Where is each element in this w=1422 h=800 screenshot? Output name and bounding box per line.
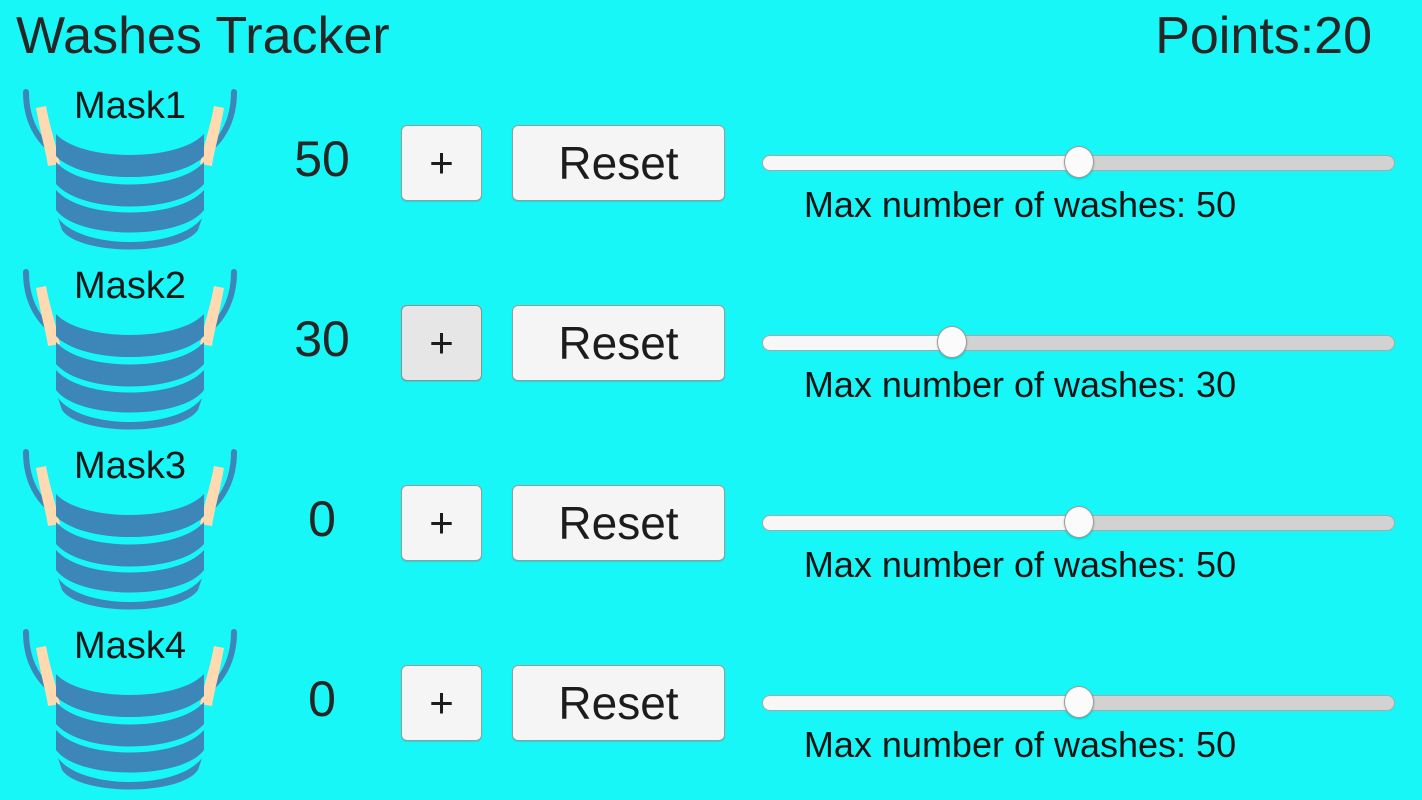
slider-thumb[interactable] — [1063, 146, 1094, 178]
slider-fill — [763, 336, 953, 350]
face-mask-icon — [12, 78, 248, 256]
max-washes-caption: Max number of washes: 50 — [803, 184, 1237, 225]
face-mask-icon — [12, 618, 248, 796]
wash-count-value: 0 — [308, 491, 336, 547]
slider-fill — [763, 156, 1079, 170]
increment-button[interactable]: + — [401, 125, 482, 201]
max-washes-caption: Max number of washes: 50 — [803, 544, 1237, 585]
points-display: Points:20 — [1155, 7, 1372, 65]
reset-button[interactable]: Reset — [512, 305, 725, 381]
wash-count-value: 50 — [294, 131, 350, 187]
slider-thumb[interactable] — [1063, 686, 1094, 718]
max-washes-slider[interactable] — [762, 686, 1395, 720]
slider-thumb[interactable] — [1063, 506, 1094, 538]
slider-fill — [763, 516, 1079, 530]
app-header: Washes Tracker Points:20 — [0, 0, 1422, 74]
page-title: Washes Tracker — [16, 7, 390, 65]
mask-row: Mask3 0 + Reset Max number of washes: 50 — [0, 432, 1422, 612]
max-washes-slider[interactable] — [762, 326, 1395, 360]
slider-track[interactable] — [762, 335, 1395, 351]
max-washes-caption: Max number of washes: 50 — [803, 724, 1237, 765]
increment-button[interactable]: + — [401, 305, 482, 381]
wash-count-value: 0 — [308, 671, 336, 727]
reset-button[interactable]: Reset — [512, 485, 725, 561]
mask-row: Mask2 30 + Reset Max number of washes: 3… — [0, 252, 1422, 432]
max-washes-slider[interactable] — [762, 146, 1395, 180]
mask-row: Mask4 0 + Reset Max number of washes: 50 — [0, 612, 1422, 792]
slider-thumb[interactable] — [936, 326, 967, 358]
max-washes-caption: Max number of washes: 30 — [803, 364, 1237, 405]
increment-button[interactable]: + — [401, 665, 482, 741]
mask-row: Mask1 50 + Reset Max number of washes: 5… — [0, 72, 1422, 252]
face-mask-icon — [12, 438, 248, 616]
wash-count-value: 30 — [294, 311, 350, 367]
slider-fill — [763, 696, 1079, 710]
reset-button[interactable]: Reset — [512, 665, 725, 741]
face-mask-icon — [12, 258, 248, 436]
increment-button[interactable]: + — [401, 485, 482, 561]
reset-button[interactable]: Reset — [512, 125, 725, 201]
max-washes-slider[interactable] — [762, 506, 1395, 540]
